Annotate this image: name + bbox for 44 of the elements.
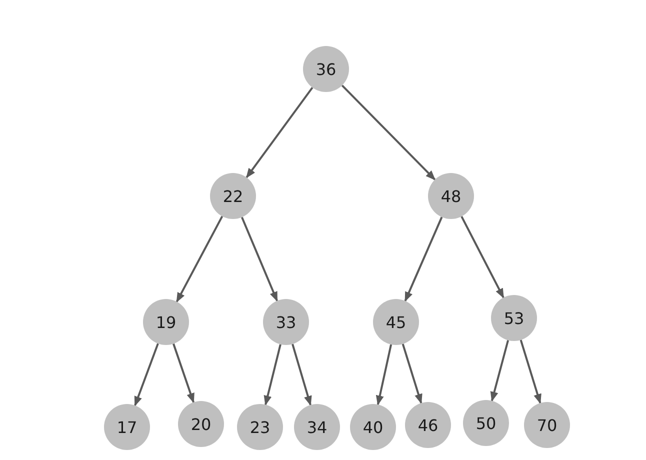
tree-node-circle <box>405 402 451 448</box>
node-value: 45 <box>386 312 406 332</box>
tree-node-circle <box>350 404 396 450</box>
arrow <box>404 216 443 302</box>
node-value: 48 <box>440 186 462 206</box>
tree-node-circle <box>524 402 570 448</box>
node-value: 40 <box>362 418 384 436</box>
tree-node-circle <box>373 299 419 345</box>
arrow <box>490 340 510 402</box>
tree-node-circle <box>263 299 309 345</box>
arrow <box>246 86 314 178</box>
arrow <box>341 84 436 180</box>
node-value: 50 <box>476 414 496 432</box>
node-value: 53 <box>504 308 524 328</box>
arrow <box>520 340 542 404</box>
arrow <box>402 344 422 404</box>
tree-node-circle <box>463 400 509 446</box>
node-value: 19 <box>156 312 176 332</box>
tree-node-circle <box>210 173 256 219</box>
arrow <box>460 216 504 298</box>
tree-node-circle <box>237 404 283 450</box>
tree-node-circle <box>178 401 224 447</box>
node-value: 34 <box>306 418 328 436</box>
node-value: 33 <box>276 312 296 332</box>
arrow <box>241 216 278 302</box>
node-value: 20 <box>190 414 212 434</box>
arrow <box>264 344 282 406</box>
node-value: 17 <box>116 418 138 436</box>
arrow <box>176 216 224 303</box>
tree-node-circle <box>491 295 537 341</box>
tree-node-circle <box>104 404 150 450</box>
arrow <box>172 343 194 404</box>
arrow <box>134 343 159 406</box>
node-value: 22 <box>222 186 244 206</box>
node-value: 46 <box>418 416 438 434</box>
arrow <box>376 344 392 406</box>
tree-node-circle <box>294 404 340 450</box>
node-value: 23 <box>250 418 270 436</box>
tree-node-circle <box>428 173 474 219</box>
tree-node-circle <box>143 299 189 345</box>
tree-node-circle <box>303 46 349 92</box>
node-value: 36 <box>316 60 336 78</box>
arrow <box>292 344 312 406</box>
node-value: 70 <box>536 416 558 434</box>
